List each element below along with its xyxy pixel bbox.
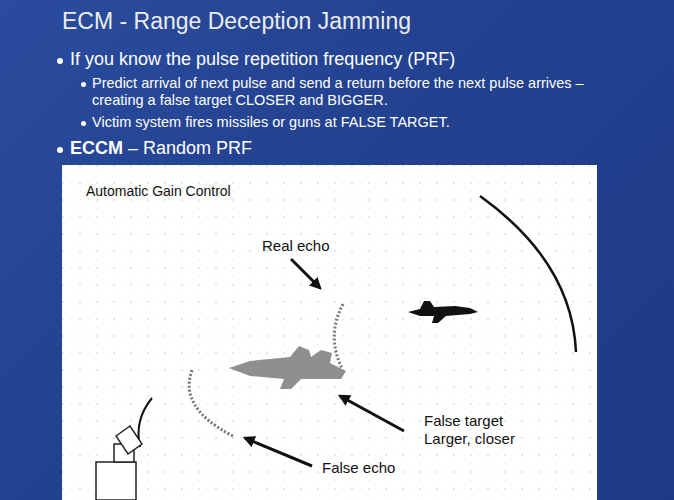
bullet-dot xyxy=(57,147,63,153)
real-jet xyxy=(408,301,478,323)
bullet-dot xyxy=(57,58,63,64)
slide-title: ECM - Range Deception Jamming xyxy=(62,8,411,36)
false-echo-wave xyxy=(189,370,233,436)
white-panel xyxy=(62,165,597,500)
callout-label: Real echo xyxy=(262,237,330,255)
eccm-heading: ECCM xyxy=(70,138,123,160)
bullet-text: – Random PRF xyxy=(128,138,252,160)
sub-bullet-text: Victim system fires missiles or guns at … xyxy=(92,114,450,131)
real-echo-wave xyxy=(334,304,343,368)
radar-wave xyxy=(480,196,576,352)
bullet-dot xyxy=(81,82,86,87)
bullet-text: If you know the pulse repetition frequen… xyxy=(70,49,455,71)
panel-caption: Automatic Gain Control xyxy=(86,183,231,200)
bullet-dot xyxy=(81,121,86,126)
leader-arrow xyxy=(245,438,312,466)
callout-label: False echo xyxy=(322,459,395,477)
dot-grid xyxy=(62,165,597,500)
false-target-jet xyxy=(229,346,346,389)
leader-arrow xyxy=(291,259,320,288)
radar-symbol xyxy=(96,426,142,500)
leader-arrow xyxy=(340,396,404,431)
radar-wave xyxy=(139,398,153,447)
sub-bullet-text: Predict arrival of next pulse and send a… xyxy=(92,75,632,110)
callout-label: False target Larger, closer xyxy=(424,412,534,448)
